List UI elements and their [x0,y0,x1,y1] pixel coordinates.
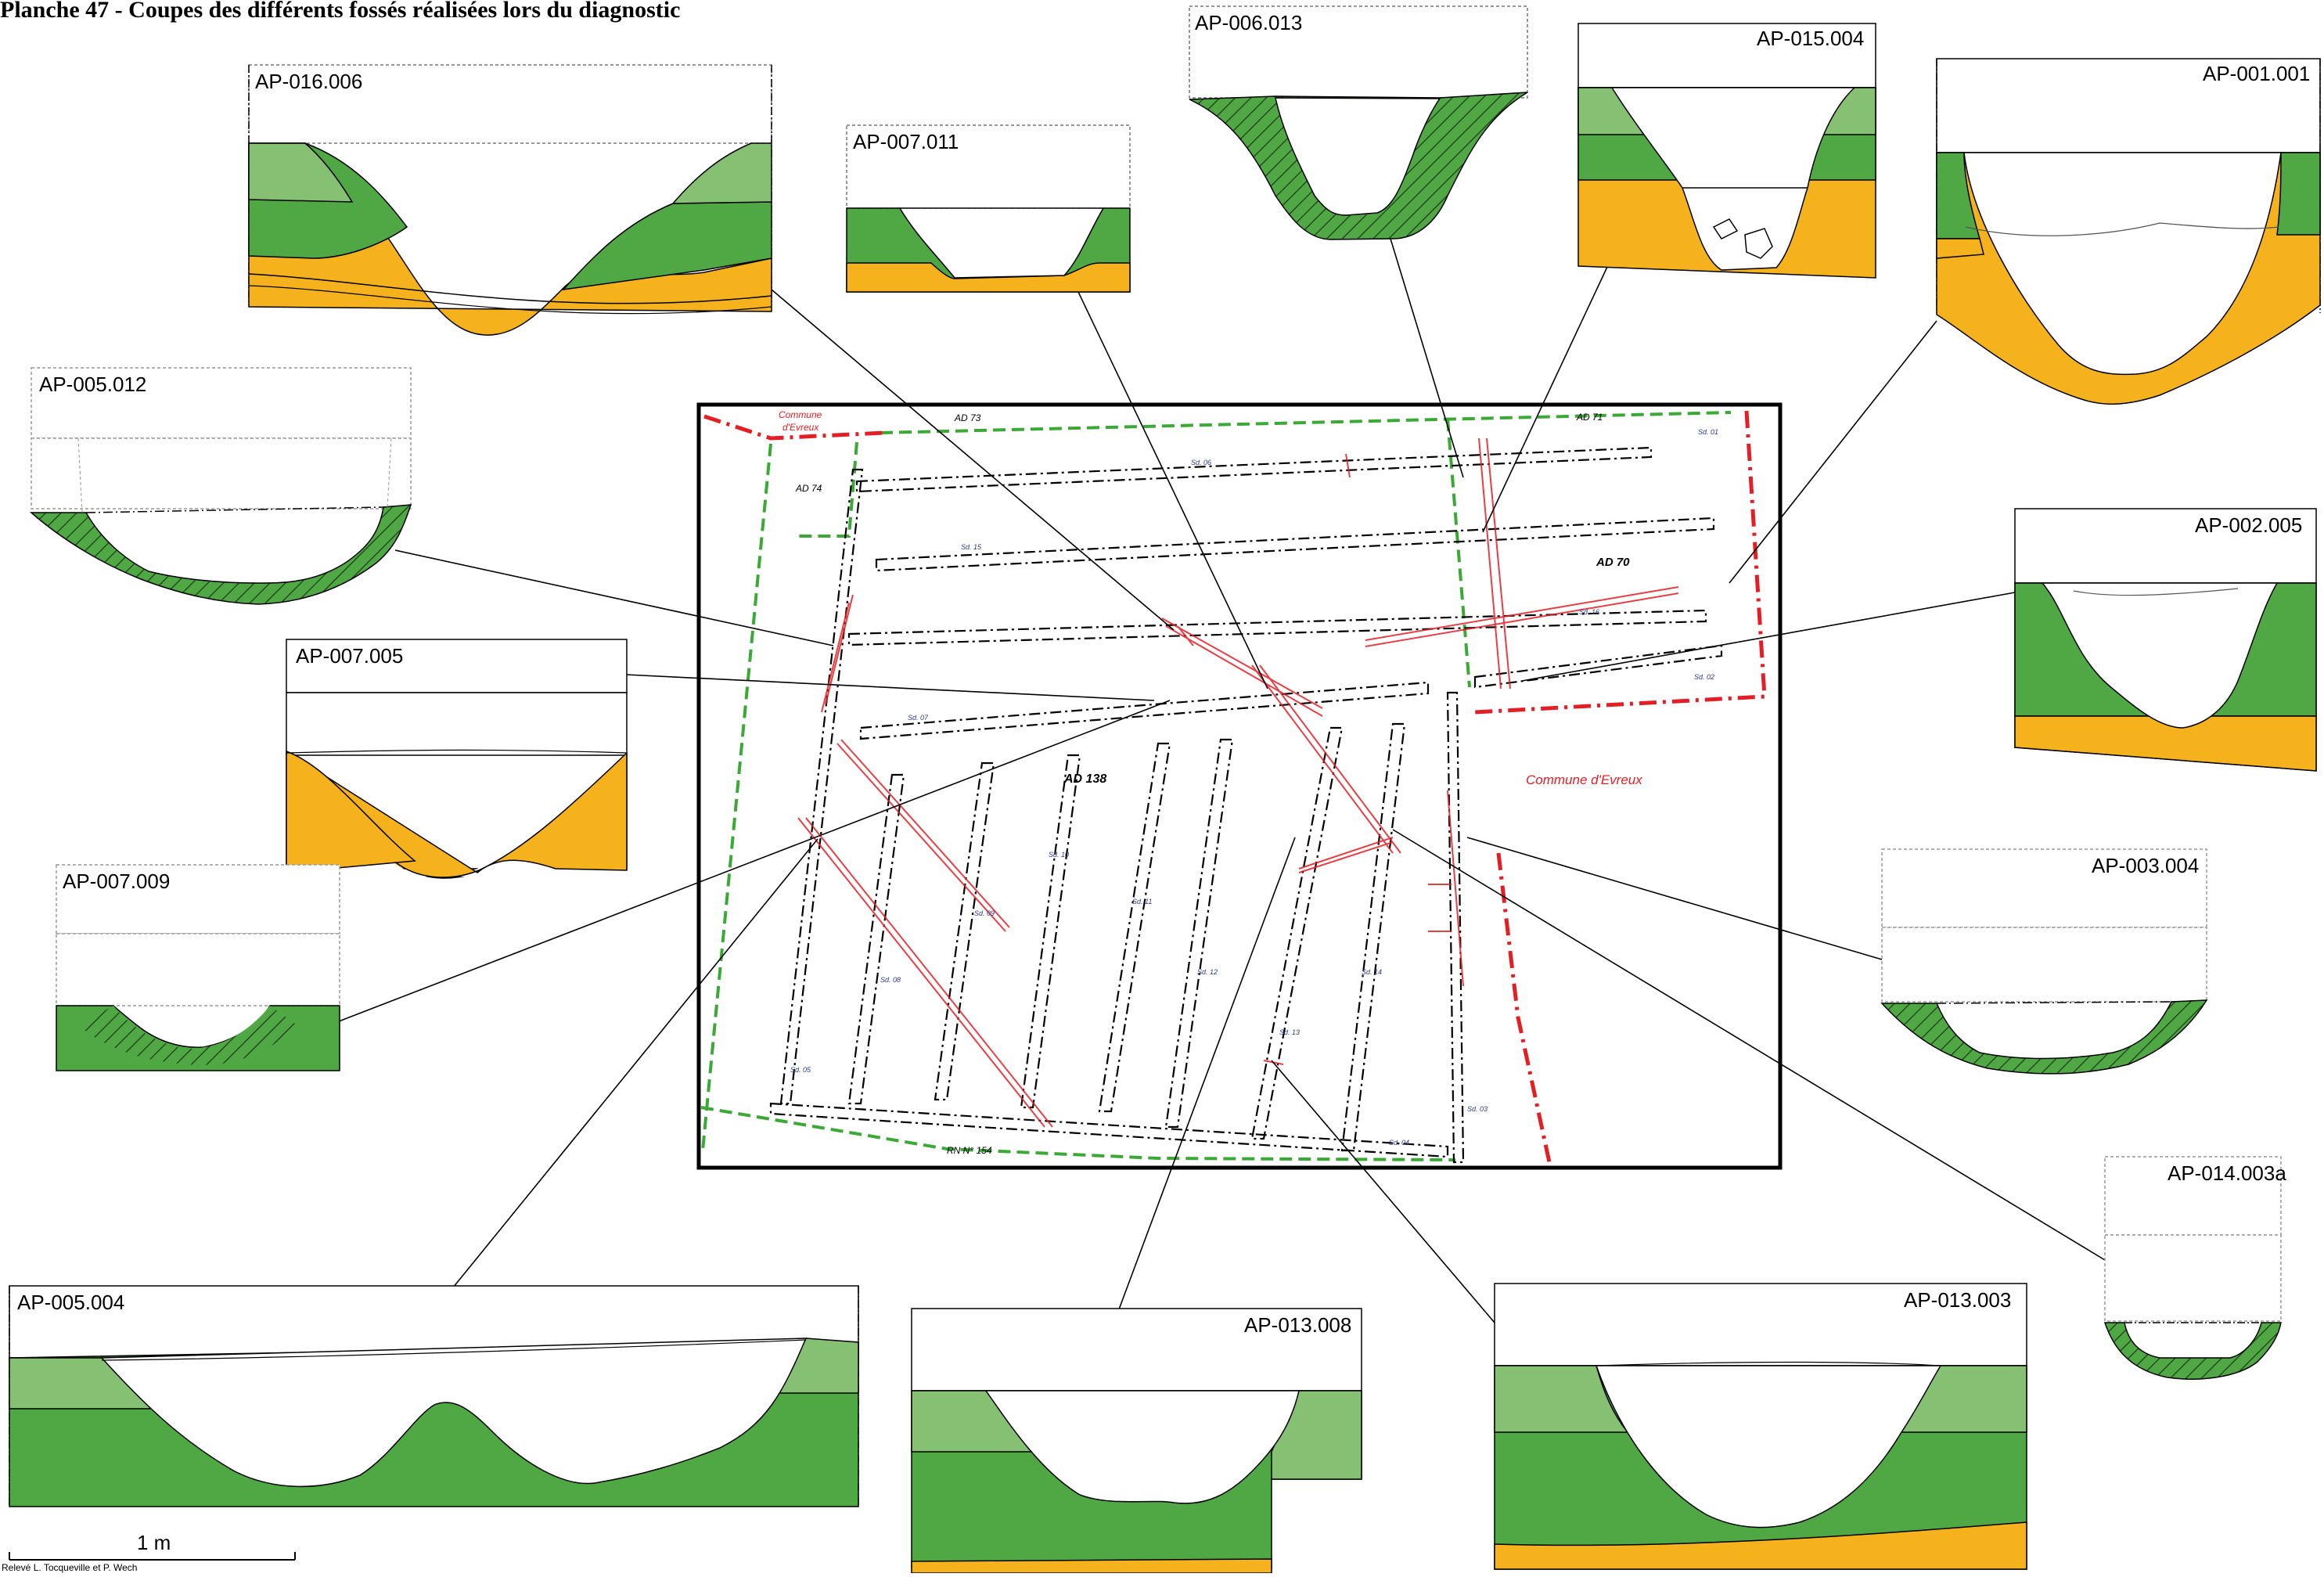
trench-label-sd09: Sd. 09 [974,909,995,917]
section-label: AP-007.011 [853,130,959,153]
section-ap-006-013: AP-006.013 [1189,5,1528,240]
section-ap-015-004: AP-015.004 [1578,23,1876,279]
section-ap-007-009: AP-007.009 [56,864,340,1071]
section-label: AP-005.004 [17,1291,124,1314]
section-label: AP-005.012 [39,373,146,396]
trenches [769,446,1723,1164]
section-ap-007-005: AP-007.005 [286,639,628,879]
parcel-label-ad70: AD 70 [1596,556,1630,569]
trench-label-sd12: Sd. 12 [1197,968,1218,976]
section-label: AP-014.003a [2168,1161,2286,1185]
section-ap-003-004: AP-003.004 [1880,848,2208,1075]
section-label: AP-003.004 [2092,854,2199,877]
trench-label-sd14: Sd. 14 [1362,968,1382,976]
trench-label-sd15: Sd. 15 [961,543,982,551]
section-ap-013-008: AP-013.008 [911,1308,1362,1574]
site-plan: AD 73 AD 71 AD 74 AD 70 AD 138 Commune d… [696,402,1783,1170]
section-label: AP-013.008 [1244,1313,1351,1337]
section-label: AP-006.013 [1195,11,1302,34]
commune-boundary [703,410,1767,1163]
trench-label-sd04: Sd. 04 [1389,1139,1409,1147]
parcel-label-ad138: AD 138 [1063,772,1106,786]
section-ap-002-005: AP-002.005 [2014,508,2317,772]
parcel-label-ad73: AD 73 [954,412,981,423]
leader-lines [338,228,2106,1323]
trench-label-sd01: Sd. 01 [1698,428,1718,436]
plate-title: Planche 47 - Coupes des différents fossé… [0,0,680,23]
credit-text: Relevé L. Tocqueville et P. Wech [2,1562,137,1573]
section-label: AP-013.003 [1904,1288,2011,1312]
parcel-label-ad71: AD 71 [1576,412,1603,423]
section-ap-013-003: AP-013.003 [1494,1283,2027,1570]
section-ap-016-006: AP-016.006 [248,64,772,336]
plan-labels: AD 73 AD 71 AD 74 AD 70 AD 138 Commune d… [779,409,1718,1156]
scale-label: 1 m [137,1531,171,1554]
trench-label-sd08: Sd. 08 [880,976,901,984]
section-ap-005-012: AP-005.012 [30,367,412,605]
commune-label-top-2: d'Evreux [782,422,819,433]
section-markers [797,437,1679,1128]
parcel-limits [700,411,1732,1161]
section-label: AP-001.001 [2203,62,2310,85]
plan-frame [696,402,1783,1170]
commune-label-top-1: Commune [779,409,822,420]
section-ap-005-004: AP-005.004 [9,1285,859,1507]
trench-label-sd07: Sd. 07 [908,714,929,722]
trench-label-sd06: Sd. 06 [1191,459,1211,466]
section-ap-007-011: AP-007.011 [846,124,1131,293]
trench-label-sd05: Sd. 05 [790,1066,811,1074]
parcel-label-ad74: AD 74 [795,483,822,494]
commune-label-right: Commune d'Evreux [1526,772,1642,787]
road-label: RN N° 154 [947,1145,992,1156]
section-label: AP-016.006 [255,70,362,93]
trench-label-sd10: Sd. 10 [1049,851,1069,859]
trench-label-sd11: Sd. 11 [1132,898,1152,906]
section-label: AP-002.005 [2195,513,2302,537]
trench-label-sd03: Sd. 03 [1467,1105,1488,1113]
trench-label-sd02: Sd. 02 [1694,673,1714,681]
section-label: AP-015.004 [1757,27,1864,50]
scale-bar: 1 m [9,1531,296,1561]
trench-label-sd13: Sd. 13 [1279,1028,1300,1036]
section-ap-001-001: AP-001.001 [1936,58,2321,405]
section-label: AP-007.005 [296,644,403,668]
section-ap-014-003a: AP-014.003a [2103,1156,2286,1380]
trench-label-sd16: Sd. 16 [1579,608,1599,616]
section-label: AP-007.009 [63,870,170,893]
